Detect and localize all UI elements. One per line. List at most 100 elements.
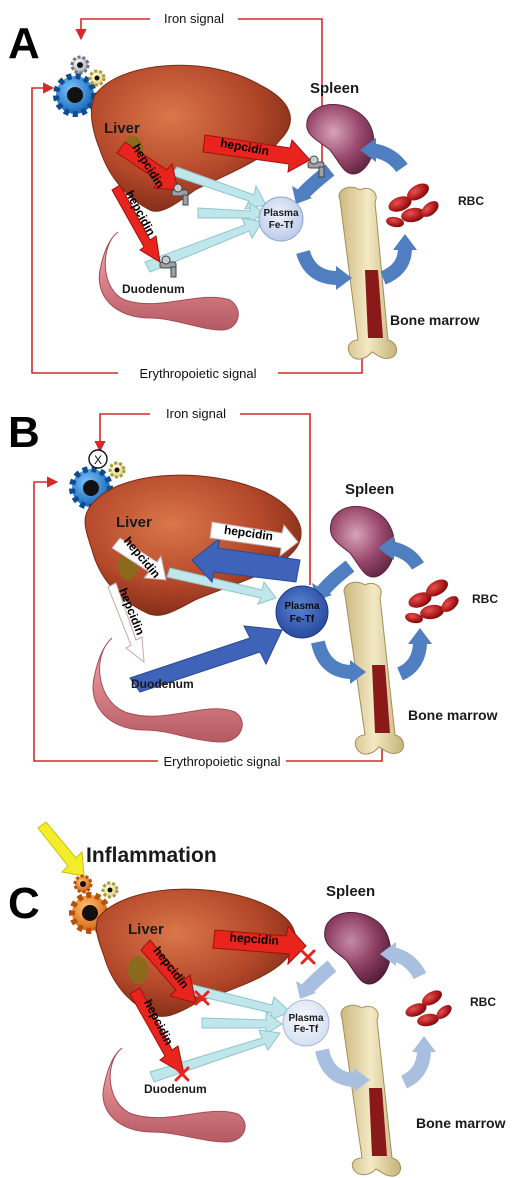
liver-organ bbox=[90, 64, 291, 212]
iron-signal-label: Iron signal bbox=[166, 406, 226, 421]
panel-a: A Iron signal Erythropoietic signal Live… bbox=[8, 11, 484, 381]
cycle-arrow bbox=[396, 641, 427, 681]
liver-label: Liver bbox=[128, 921, 164, 938]
fe-tf-label: Fe-Tf bbox=[290, 614, 315, 625]
cycle-arrow bbox=[315, 1048, 357, 1087]
cycle-arrow-head bbox=[378, 536, 394, 560]
cycle-arrow-head bbox=[360, 138, 376, 162]
spleen-label: Spleen bbox=[310, 80, 359, 97]
bone-marrow-label: Bone marrow bbox=[416, 1115, 506, 1131]
hepcidin-arrow-to-spleen: hepcidin bbox=[212, 924, 307, 966]
plasma-fe-tf-node bbox=[258, 196, 304, 242]
gear-icon bbox=[73, 874, 93, 894]
iron-signal-arrow bbox=[94, 413, 150, 453]
gear-icon bbox=[101, 881, 119, 899]
liver-organ bbox=[95, 888, 297, 1017]
hepcidin-label: hepcidin bbox=[223, 523, 274, 544]
panel-b: B Iron signal Erythropoietic signal X Li… bbox=[8, 406, 498, 769]
fe-tf-label: Fe-Tf bbox=[294, 1024, 319, 1035]
gear-icon bbox=[88, 69, 106, 87]
flow-arrow-plasma-to-liver bbox=[191, 536, 301, 584]
panel-letter: A bbox=[8, 19, 40, 68]
spleen-label: Spleen bbox=[326, 883, 375, 900]
cycle-arrow bbox=[311, 640, 353, 679]
cycle-arrow bbox=[370, 143, 408, 173]
liver-label: Liver bbox=[116, 514, 152, 531]
duodenum-label: Duodenum bbox=[131, 677, 194, 691]
plasma-label: Plasma bbox=[284, 601, 319, 612]
inhibited-marker: X bbox=[88, 449, 108, 469]
duodenum-organ bbox=[98, 231, 239, 331]
flow-arrow-liver-to-plasma bbox=[166, 567, 277, 605]
spleen-label: Spleen bbox=[345, 481, 394, 498]
duodenum-organ bbox=[92, 637, 243, 743]
faucet-icon bbox=[307, 155, 325, 178]
rbc-label: RBC bbox=[470, 995, 496, 1009]
spleen-organ bbox=[324, 912, 392, 985]
block-mark-icon bbox=[300, 949, 316, 965]
rbc-cluster bbox=[405, 990, 452, 1027]
cycle-arrow bbox=[390, 947, 427, 980]
duodenum-label: Duodenum bbox=[122, 282, 185, 296]
duodenum-label: Duodenum bbox=[144, 1082, 207, 1096]
gear-icon bbox=[53, 73, 97, 117]
fe-tf-label: Fe-Tf bbox=[269, 220, 294, 231]
rbc-cluster bbox=[405, 579, 459, 624]
plasma-fe-tf-node bbox=[282, 999, 330, 1047]
cycle-arrow bbox=[316, 560, 355, 597]
cycle-arrow bbox=[380, 247, 412, 285]
plasma-label: Plasma bbox=[263, 208, 298, 219]
faucet-icon bbox=[159, 255, 177, 278]
gear-icon bbox=[108, 461, 126, 479]
spleen-organ bbox=[330, 506, 396, 578]
rbc-label: RBC bbox=[458, 194, 484, 208]
cycle-arrow-head bbox=[336, 266, 352, 290]
duodenum-organ bbox=[102, 1047, 246, 1143]
plasma-fe-tf-node bbox=[275, 585, 329, 639]
cycle-arrow-head bbox=[296, 981, 316, 999]
gear-icon bbox=[70, 55, 90, 75]
iron-signal-arrow bbox=[75, 18, 150, 41]
bone-marrow-label: Bone marrow bbox=[390, 312, 480, 328]
erythropoietic-signal-label: Erythropoietic signal bbox=[163, 754, 280, 769]
cycle-arrow-head bbox=[292, 186, 312, 204]
cycle-arrow bbox=[301, 960, 337, 995]
bone-marrow-organ bbox=[343, 581, 404, 755]
erythropoietic-signal-line bbox=[278, 355, 363, 374]
liver-label: Liver bbox=[104, 120, 140, 137]
block-mark-icon bbox=[174, 1066, 190, 1082]
inhibited-marker-label: X bbox=[94, 453, 102, 467]
iron-signal-label: Iron signal bbox=[164, 11, 224, 26]
hepcidin-label: hepcidin bbox=[229, 930, 279, 947]
cycle-arrow-head bbox=[354, 1068, 370, 1092]
gallbladder bbox=[128, 956, 148, 984]
cycle-arrow bbox=[400, 1049, 431, 1089]
hepcidin-arrow-to-spleen: hepcidin bbox=[209, 521, 299, 558]
bone-marrow-organ bbox=[338, 186, 397, 360]
erythropoietic-signal-arrow bbox=[31, 82, 118, 374]
cycle-arrow bbox=[388, 541, 425, 570]
flow-arrow-duodenum-to-plasma bbox=[129, 625, 283, 693]
rbc-label: RBC bbox=[472, 592, 498, 606]
block-mark-icon bbox=[194, 990, 210, 1006]
cycle-arrow bbox=[296, 249, 339, 285]
bone-marrow-label: Bone marrow bbox=[408, 707, 498, 723]
erythropoietic-signal-label: Erythropoietic signal bbox=[139, 366, 256, 381]
erythropoietic-signal-arrow bbox=[33, 476, 158, 762]
panel-letter: C bbox=[8, 879, 40, 928]
cycle-arrow-head bbox=[412, 1036, 436, 1052]
rbc-cluster bbox=[386, 183, 439, 228]
cycle-arrow-head bbox=[380, 942, 396, 966]
cycle-arrow-head bbox=[408, 628, 432, 644]
flow-arrow-liver-to-plasma bbox=[201, 1011, 283, 1035]
erythropoietic-signal-line bbox=[286, 748, 383, 762]
cycle-arrow-head bbox=[393, 234, 417, 250]
flow-arrow-liver-to-plasma bbox=[197, 202, 265, 224]
cycle-arrow-head bbox=[350, 660, 366, 684]
inflammation-label: Inflammation bbox=[86, 844, 217, 867]
panel-letter: B bbox=[8, 408, 40, 457]
spleen-organ bbox=[306, 104, 375, 175]
bone-marrow-organ bbox=[340, 1004, 401, 1177]
panel-c: C Inflammation Liver Duodenum Spleen bbox=[8, 821, 506, 1177]
